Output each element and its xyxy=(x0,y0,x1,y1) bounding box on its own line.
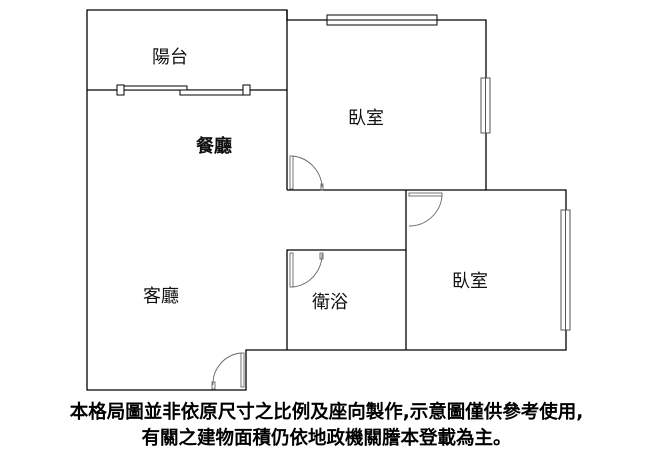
wall-bathroom xyxy=(286,249,406,350)
door-entrance xyxy=(211,352,245,390)
door-bedroom1 xyxy=(289,155,324,191)
room-label-bedroom1: 臥室 xyxy=(348,108,384,129)
door-bathroom xyxy=(289,252,324,288)
floor-plan xyxy=(86,9,571,391)
sliding-door-balcony xyxy=(116,84,251,96)
room-label-living: 客廳 xyxy=(143,286,179,307)
room-label-bathroom: 衛浴 xyxy=(312,292,348,313)
room-label-dining: 餐廳 xyxy=(196,136,232,157)
room-label-balcony: 陽台 xyxy=(152,47,188,68)
door-bedroom2 xyxy=(408,192,443,227)
disclaimer-line-1: 本格局圖並非依原尺寸之比例及座向製作,示意圖僅供參考使用, xyxy=(69,402,584,423)
room-label-bedroom2: 臥室 xyxy=(452,271,488,292)
disclaimer-line-2: 有關之建物面積仍依地政機關謄本登載為主。 xyxy=(141,428,512,449)
